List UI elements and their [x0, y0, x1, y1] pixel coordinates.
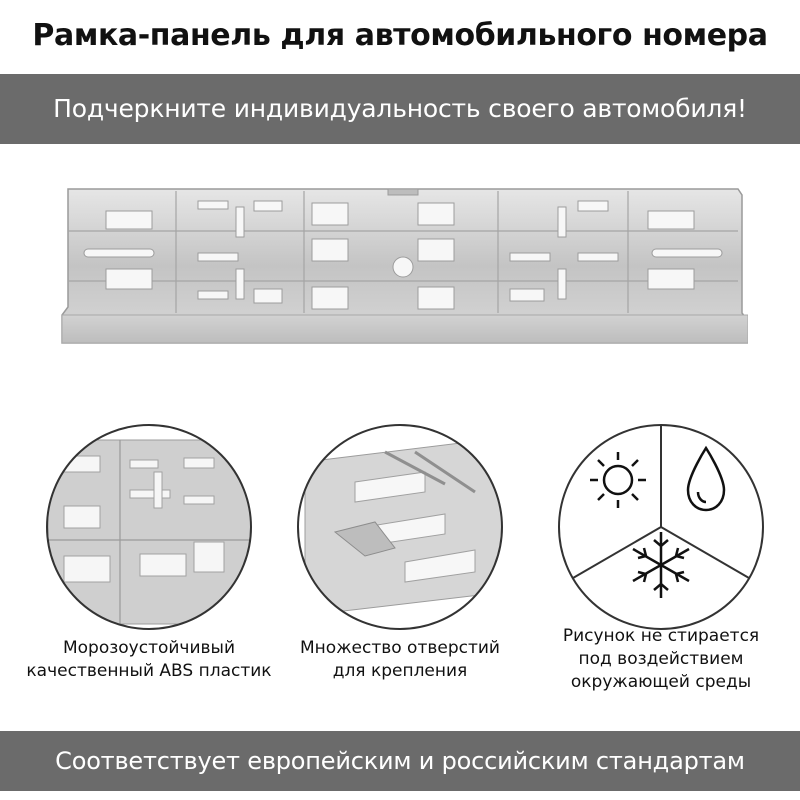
snowflake-icon	[632, 532, 690, 598]
subtitle-band: Подчеркните индивидуальность своего авто…	[0, 74, 800, 144]
feature-caption-weather: Рисунок не стирается под воздействием ок…	[562, 626, 760, 692]
feature-caption-plastic: Морозоустойчивый качественный ABS пласти…	[26, 638, 272, 681]
water-drop-icon	[686, 445, 726, 512]
license-plate-frame-image	[61, 188, 748, 344]
footer-band: Соответствует европейским и российским с…	[0, 731, 800, 791]
mounting-holes-detail-image	[297, 424, 503, 630]
footer-text: Соответствует европейским и российским с…	[55, 747, 745, 775]
feature-caption-holes: Множество отверстий для крепления	[300, 638, 500, 681]
page-title: Рамка-панель для автомобильного номера	[32, 18, 768, 53]
sun-icon	[590, 452, 646, 508]
weather-resistance-icon	[558, 424, 764, 630]
plastic-detail-image	[46, 424, 252, 630]
subtitle-text: Подчеркните индивидуальность своего авто…	[53, 94, 747, 123]
